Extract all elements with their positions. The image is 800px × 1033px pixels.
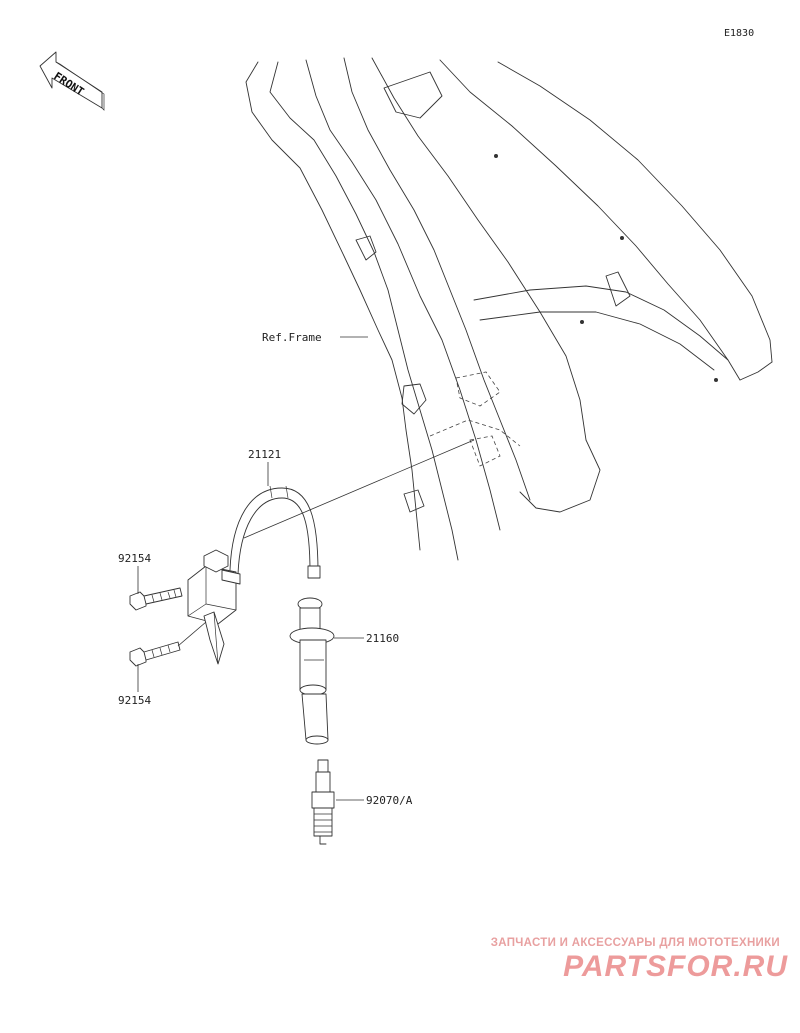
ignition-coil xyxy=(187,485,321,665)
ref-frame-label: Ref.Frame xyxy=(262,331,322,344)
label-92154-lower: 92154 xyxy=(118,694,151,707)
label-21121: 21121 xyxy=(248,448,281,461)
spark-plug xyxy=(311,759,335,845)
diagram-code: E1830 xyxy=(724,28,754,39)
label-92070a: 92070/A xyxy=(366,794,413,807)
watermark-logo: PARTSFOR.RU xyxy=(563,950,788,983)
bolt-lower xyxy=(129,641,181,667)
watermark-tagline: ЗАПЧАСТИ И АКСЕССУАРЫ ДЛЯ МОТОТЕХНИКИ xyxy=(490,937,780,949)
label-92154-upper: 92154 xyxy=(118,552,151,565)
frame-outline xyxy=(245,57,773,561)
front-arrow-icon: FRONT xyxy=(39,51,105,111)
mount-leader-line xyxy=(243,439,475,539)
label-21160: 21160 xyxy=(366,632,399,645)
spark-plug-cap xyxy=(289,597,335,745)
bolt-upper xyxy=(129,587,183,611)
